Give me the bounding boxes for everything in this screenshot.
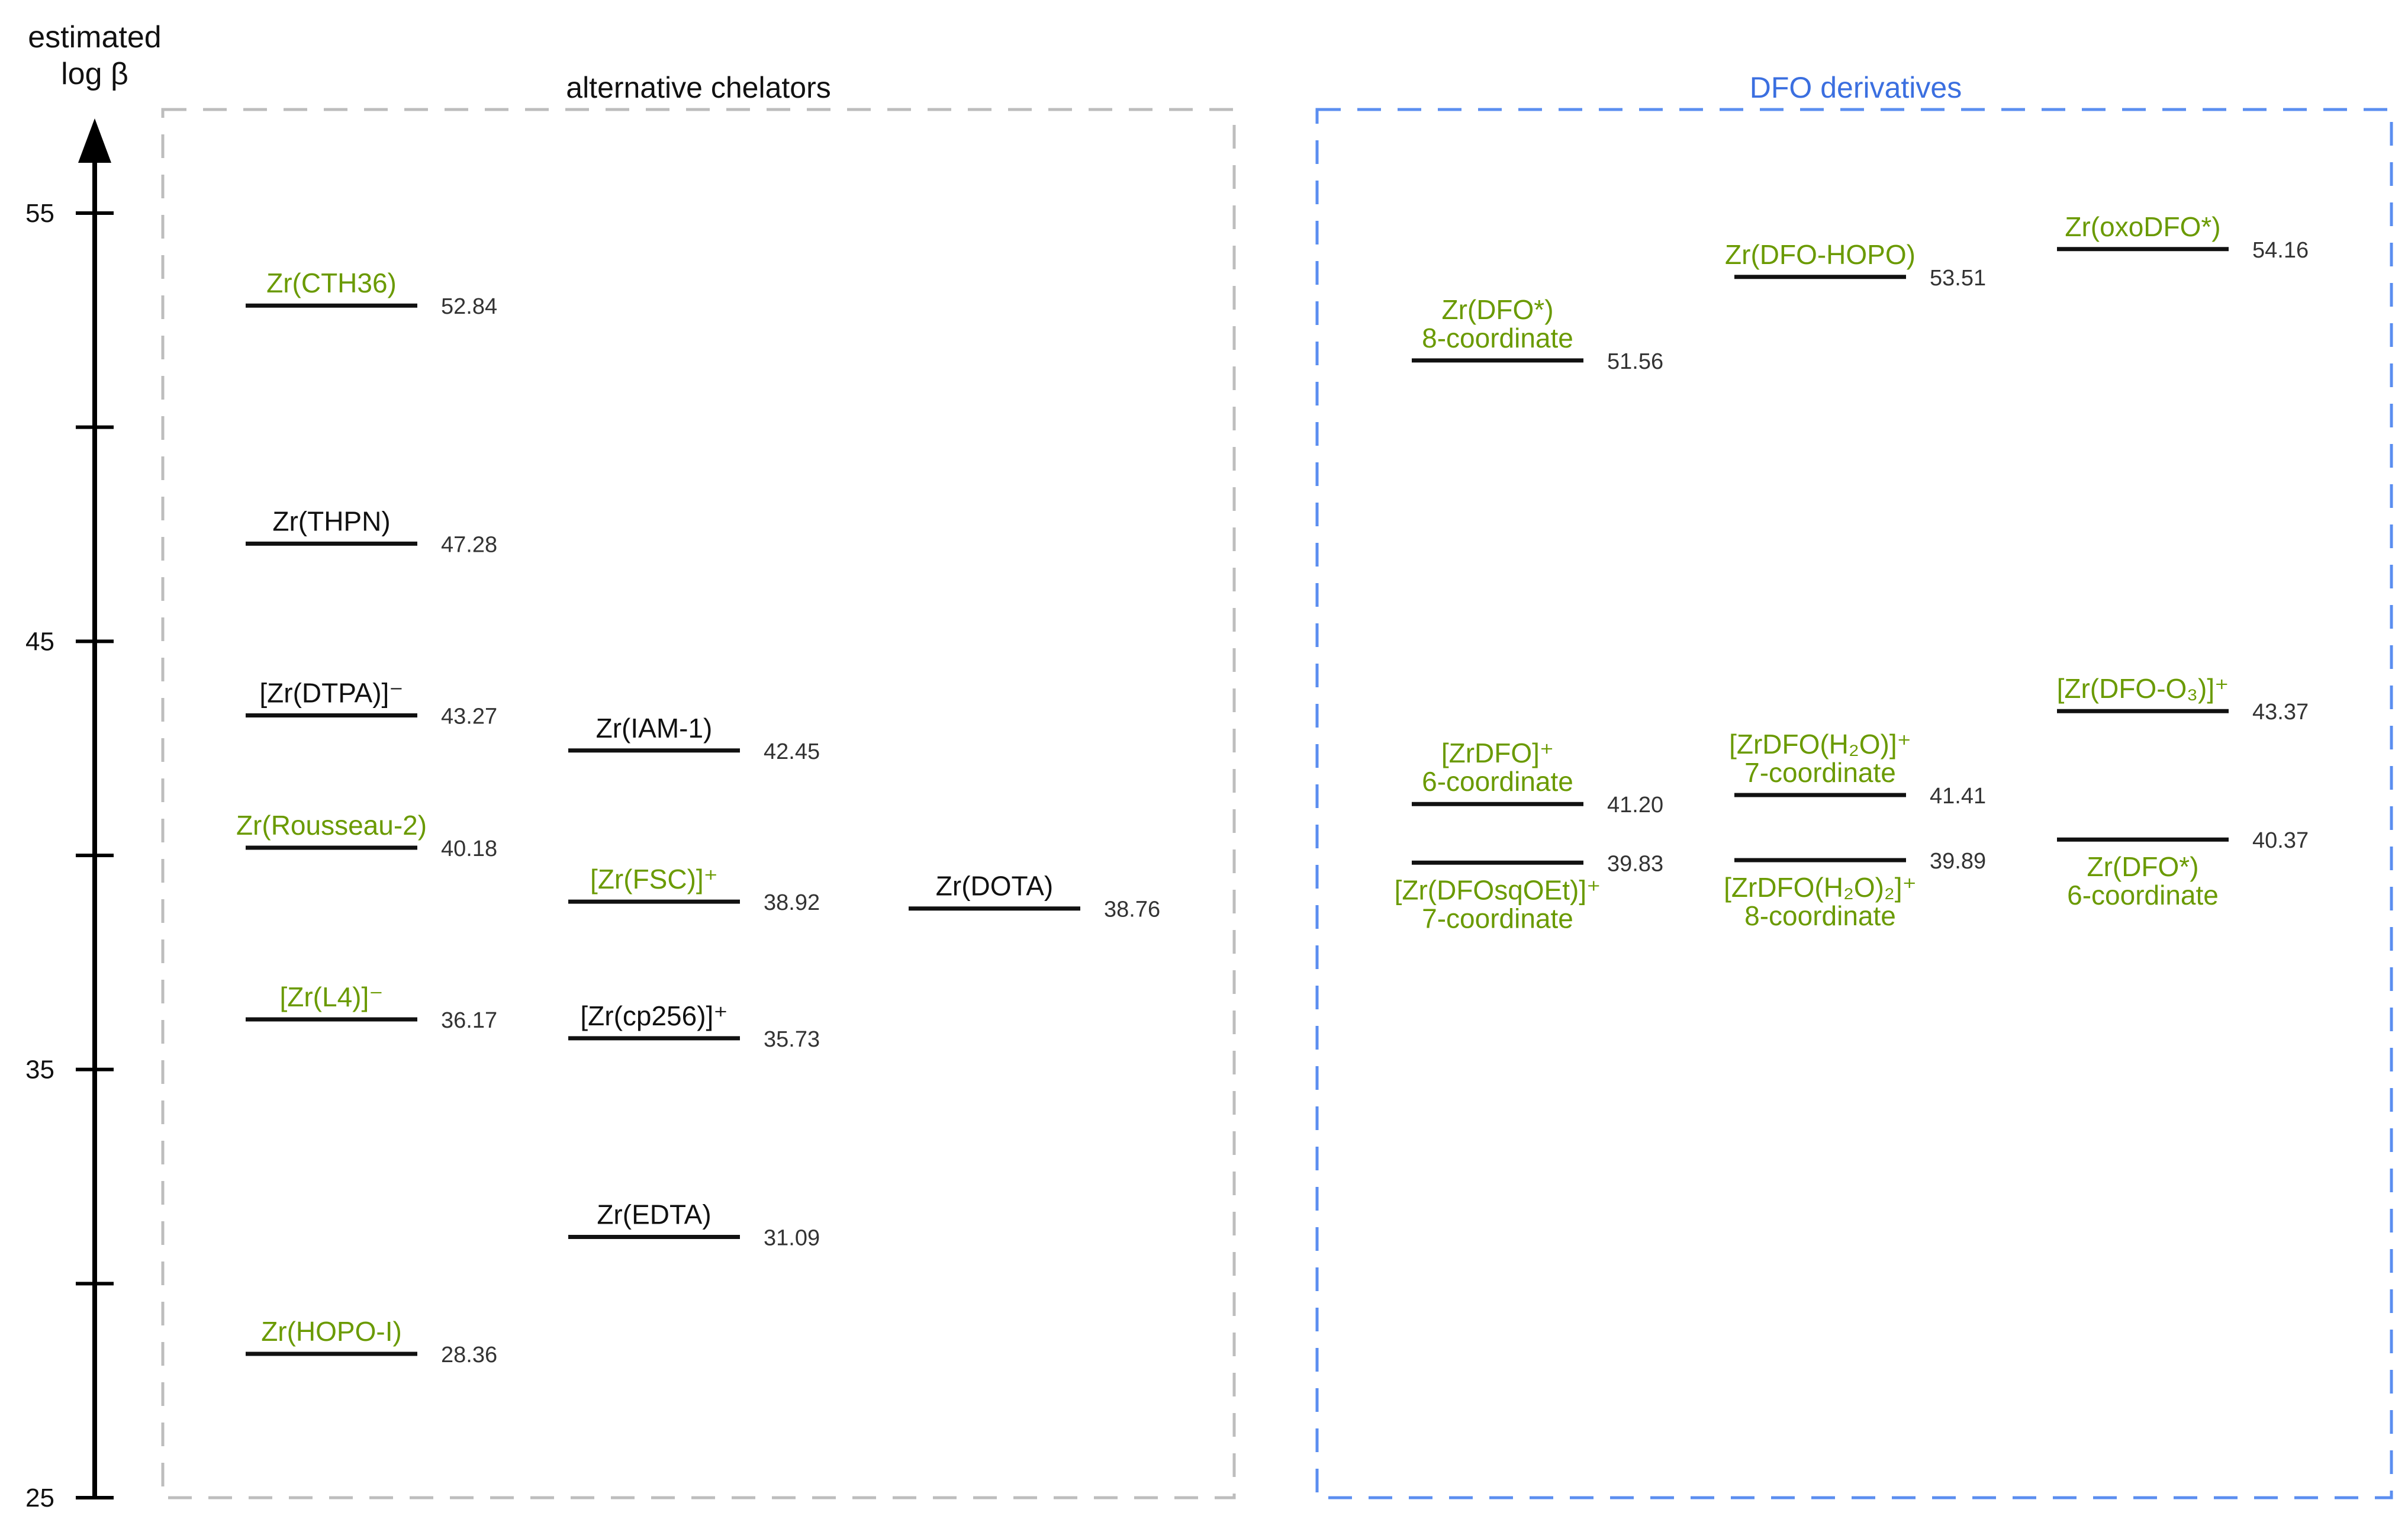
level-name-label: [Zr(DFO-O₃)]⁺ (2057, 673, 2229, 704)
level-name-label: 6-coordinate (1422, 766, 1573, 797)
level-value-label: 43.27 (441, 704, 497, 729)
y-tick-label-35: 35 (25, 1055, 54, 1085)
level-value-label: 42.45 (764, 739, 820, 764)
level-name-label: Zr(DOTA) (936, 871, 1053, 902)
level-value-label: 36.17 (441, 1008, 497, 1033)
y-axis-title-line-1: log β (61, 57, 128, 91)
level-name-label: 7-coordinate (1744, 757, 1896, 788)
level-name-label: Zr(DFO-HOPO) (1725, 239, 1916, 270)
level-name-label: [ZrDFO(H₂O)]⁺ (1729, 729, 1911, 760)
level-name-label: Zr(oxoDFO*) (2065, 211, 2220, 242)
level-name-label: Zr(Rousseau-2) (236, 810, 427, 841)
level-name-label: 8-coordinate (1422, 323, 1573, 353)
level-name-label: Zr(CTH36) (266, 268, 397, 298)
level-value-label: 31.09 (764, 1225, 820, 1250)
level-name-label: Zr(THPN) (272, 506, 390, 536)
y-tick-label-55: 55 (25, 199, 54, 228)
level-name-label: Zr(DFO*) (1441, 294, 1553, 325)
level-name-label: 8-coordinate (1744, 900, 1896, 931)
panel-border-0 (161, 108, 1236, 1499)
level-value-label: 40.18 (441, 836, 497, 861)
level-name-label: [Zr(FSC)]⁺ (590, 864, 718, 894)
level-value-label: 41.41 (1930, 784, 1986, 809)
level-value-label: 39.83 (1607, 851, 1663, 876)
level-value-label: 35.73 (764, 1027, 820, 1052)
y-axis-title-line-0: estimated (28, 20, 161, 54)
level-name-label: Zr(HOPO-I) (261, 1316, 402, 1347)
level-value-label: 53.51 (1930, 266, 1986, 291)
level-name-label: [Zr(DTPA)]⁻ (259, 677, 403, 708)
level-value-label: 38.92 (764, 890, 820, 915)
level-value-label: 43.37 (2252, 700, 2309, 725)
level-name-label: [Zr(DFOsqOEt)]⁺ (1395, 874, 1601, 905)
level-name-label: [Zr(cp256)]⁺ (580, 1000, 727, 1031)
level-name-label: [ZrDFO]⁺ (1441, 738, 1554, 768)
level-value-label: 28.36 (441, 1343, 497, 1367)
level-name-label: 6-coordinate (2067, 880, 2219, 910)
level-value-label: 38.76 (1104, 897, 1160, 922)
level-value-label: 54.16 (2252, 238, 2309, 263)
level-value-label: 41.20 (1607, 793, 1663, 818)
level-value-label: 52.84 (441, 294, 497, 319)
level-name-label: Zr(DFO*) (2087, 851, 2198, 882)
panel-border-1 (1315, 108, 2393, 1499)
level-value-label: 51.56 (1607, 349, 1663, 374)
level-name-label: [Zr(L4)]⁻ (279, 982, 383, 1012)
levels: 52.84 Zr(CTH36) 47.28 Zr(THPN) 43.27 [Zr(DTPA… (236, 211, 2309, 1367)
level-name-label: Zr(EDTA) (597, 1199, 711, 1230)
y-tick-label-25: 25 (25, 1483, 54, 1513)
level-name-label: 7-coordinate (1422, 903, 1573, 934)
level-name-label: Zr(IAM-1) (596, 713, 713, 744)
y-axis-arrowhead (78, 118, 111, 163)
level-value-label: 40.37 (2252, 828, 2309, 853)
panels: alternative chelators DFO derivatives (161, 71, 2393, 1499)
level-value-label: 47.28 (441, 532, 497, 557)
level-value-label: 39.89 (1930, 849, 1986, 874)
y-tick-label-45: 45 (25, 627, 54, 656)
panel-title-1: DFO derivatives (1750, 71, 1962, 104)
panel-title-0: alternative chelators (566, 71, 830, 104)
level-name-label: [ZrDFO(H₂O)₂]⁺ (1724, 872, 1917, 903)
